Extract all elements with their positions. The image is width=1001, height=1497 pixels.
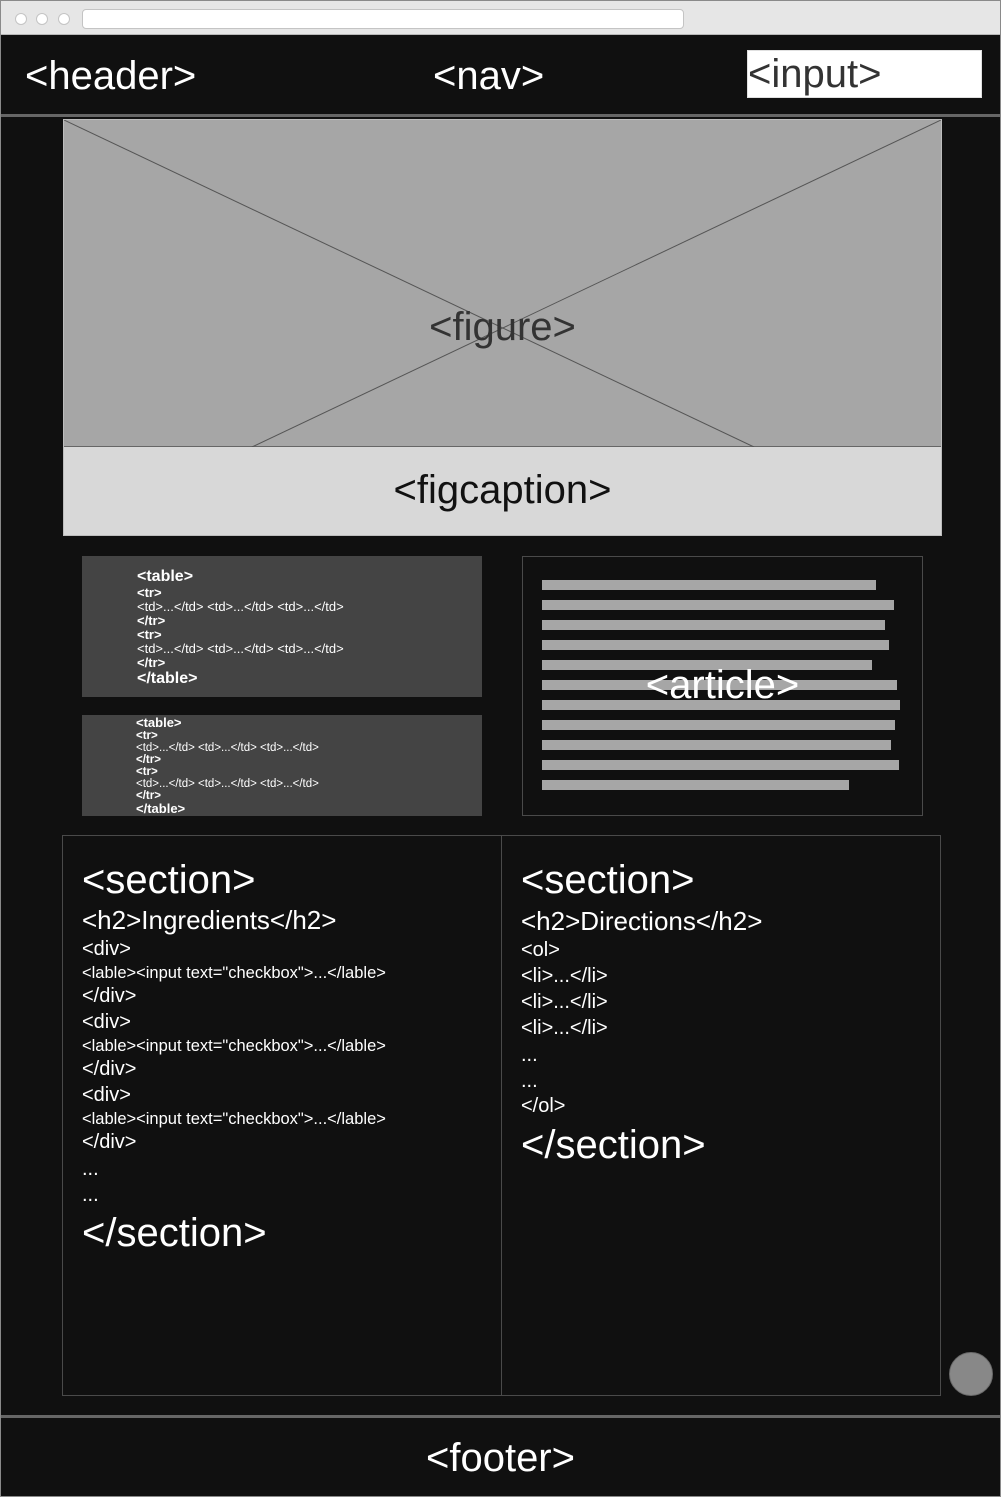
code-line: <div> (82, 1011, 131, 1033)
code-line: <div> (82, 1084, 131, 1106)
code-line: <td>...</td> <td>...</td> <td>...</td> (136, 742, 319, 754)
nav-label[interactable]: <nav> (433, 54, 545, 98)
browser-chrome (1, 1, 1000, 35)
code-line: </table> (137, 670, 198, 687)
section-heading: <h2>Ingredients</h2> (82, 905, 337, 935)
code-line: <ol> (521, 939, 560, 961)
image-placeholder-cross-icon (64, 120, 941, 447)
text-line-placeholder (542, 640, 889, 650)
code-line: <tr> (137, 627, 162, 642)
footer-divider (1, 1415, 1000, 1418)
code-line: <table> (137, 568, 194, 585)
text-line-placeholder (542, 760, 899, 770)
section-close-tag: </section> (82, 1211, 267, 1255)
code-line: ... (521, 1044, 538, 1066)
address-bar[interactable] (82, 9, 684, 29)
code-line: </tr> (137, 655, 166, 670)
code-line: <td>...</td> <td>...</td> <td>...</td> (137, 599, 344, 614)
code-line: <div> (82, 938, 131, 960)
table-block-large: <table> <tr> <td>...</td> <td>...</td> <… (82, 556, 482, 697)
code-line: ... (82, 1184, 99, 1206)
section-open-tag: <section> (82, 858, 256, 902)
code-line: <li>...</li> (521, 965, 608, 987)
code-line: </div> (82, 1058, 137, 1080)
section-open-tag: <section> (521, 858, 695, 902)
code-line: <lable><input text="checkbox">...</lable… (82, 1110, 386, 1128)
section-directions: <section> <h2>Directions</h2> <ol> <li>.… (501, 835, 941, 1396)
section-ingredients: <section> <h2>Ingredients</h2> <div> <la… (62, 835, 502, 1396)
figure-block: <figure> <figcaption> (63, 119, 942, 536)
search-input[interactable] (747, 50, 982, 98)
header-label: <header> (25, 54, 197, 98)
code-line: ... (82, 1158, 99, 1180)
text-line-placeholder (542, 700, 900, 710)
code-line: <lable><input text="checkbox">...</lable… (82, 964, 386, 982)
code-line: <tr> (136, 730, 158, 742)
figure-label: <figure> (429, 305, 576, 349)
code-line: ... (521, 1070, 538, 1092)
article-label: <article> (645, 663, 800, 707)
window-minimize-icon[interactable] (36, 13, 48, 25)
text-line-placeholder (542, 780, 849, 790)
text-line-placeholder (542, 720, 895, 730)
footer-label: <footer> (425, 1436, 575, 1480)
figcaption-label: <figcaption> (393, 468, 612, 512)
code-line: </table> (136, 801, 186, 816)
text-line-placeholder (542, 620, 885, 630)
section-heading: <h2>Directions</h2> (521, 906, 763, 936)
code-line: <td>...</td> <td>...</td> <td>...</td> (136, 778, 319, 790)
code-line: <tr> (136, 766, 158, 778)
code-line: </div> (82, 1131, 137, 1153)
code-line: </ol> (521, 1095, 566, 1117)
code-line: <table> (136, 715, 182, 730)
text-line-placeholder (542, 660, 872, 670)
code-line: </div> (82, 985, 137, 1007)
code-line: </tr> (137, 613, 166, 628)
code-line: </tr> (136, 754, 161, 766)
code-line: <lable><input text="checkbox">...</lable… (82, 1037, 386, 1055)
code-line: <li>...</li> (521, 991, 608, 1013)
article-block: <article> (522, 556, 923, 816)
table-block-small: <table> <tr> <td>...</td> <td>...</td> <… (82, 715, 482, 816)
text-line-placeholder (542, 600, 894, 610)
image-placeholder (64, 120, 941, 447)
code-line: <td>...</td> <td>...</td> <td>...</td> (137, 641, 344, 656)
text-line-placeholder (542, 680, 897, 690)
code-line: <tr> (137, 585, 162, 600)
section-close-tag: </section> (521, 1123, 706, 1167)
code-line: </tr> (136, 790, 161, 802)
window-close-icon[interactable] (15, 13, 27, 25)
window-maximize-icon[interactable] (58, 13, 70, 25)
scroll-to-top-button[interactable] (949, 1352, 993, 1396)
header-divider (1, 114, 1000, 117)
text-line-placeholder (542, 580, 876, 590)
text-line-placeholder (542, 740, 891, 750)
code-line: <li>...</li> (521, 1017, 608, 1039)
